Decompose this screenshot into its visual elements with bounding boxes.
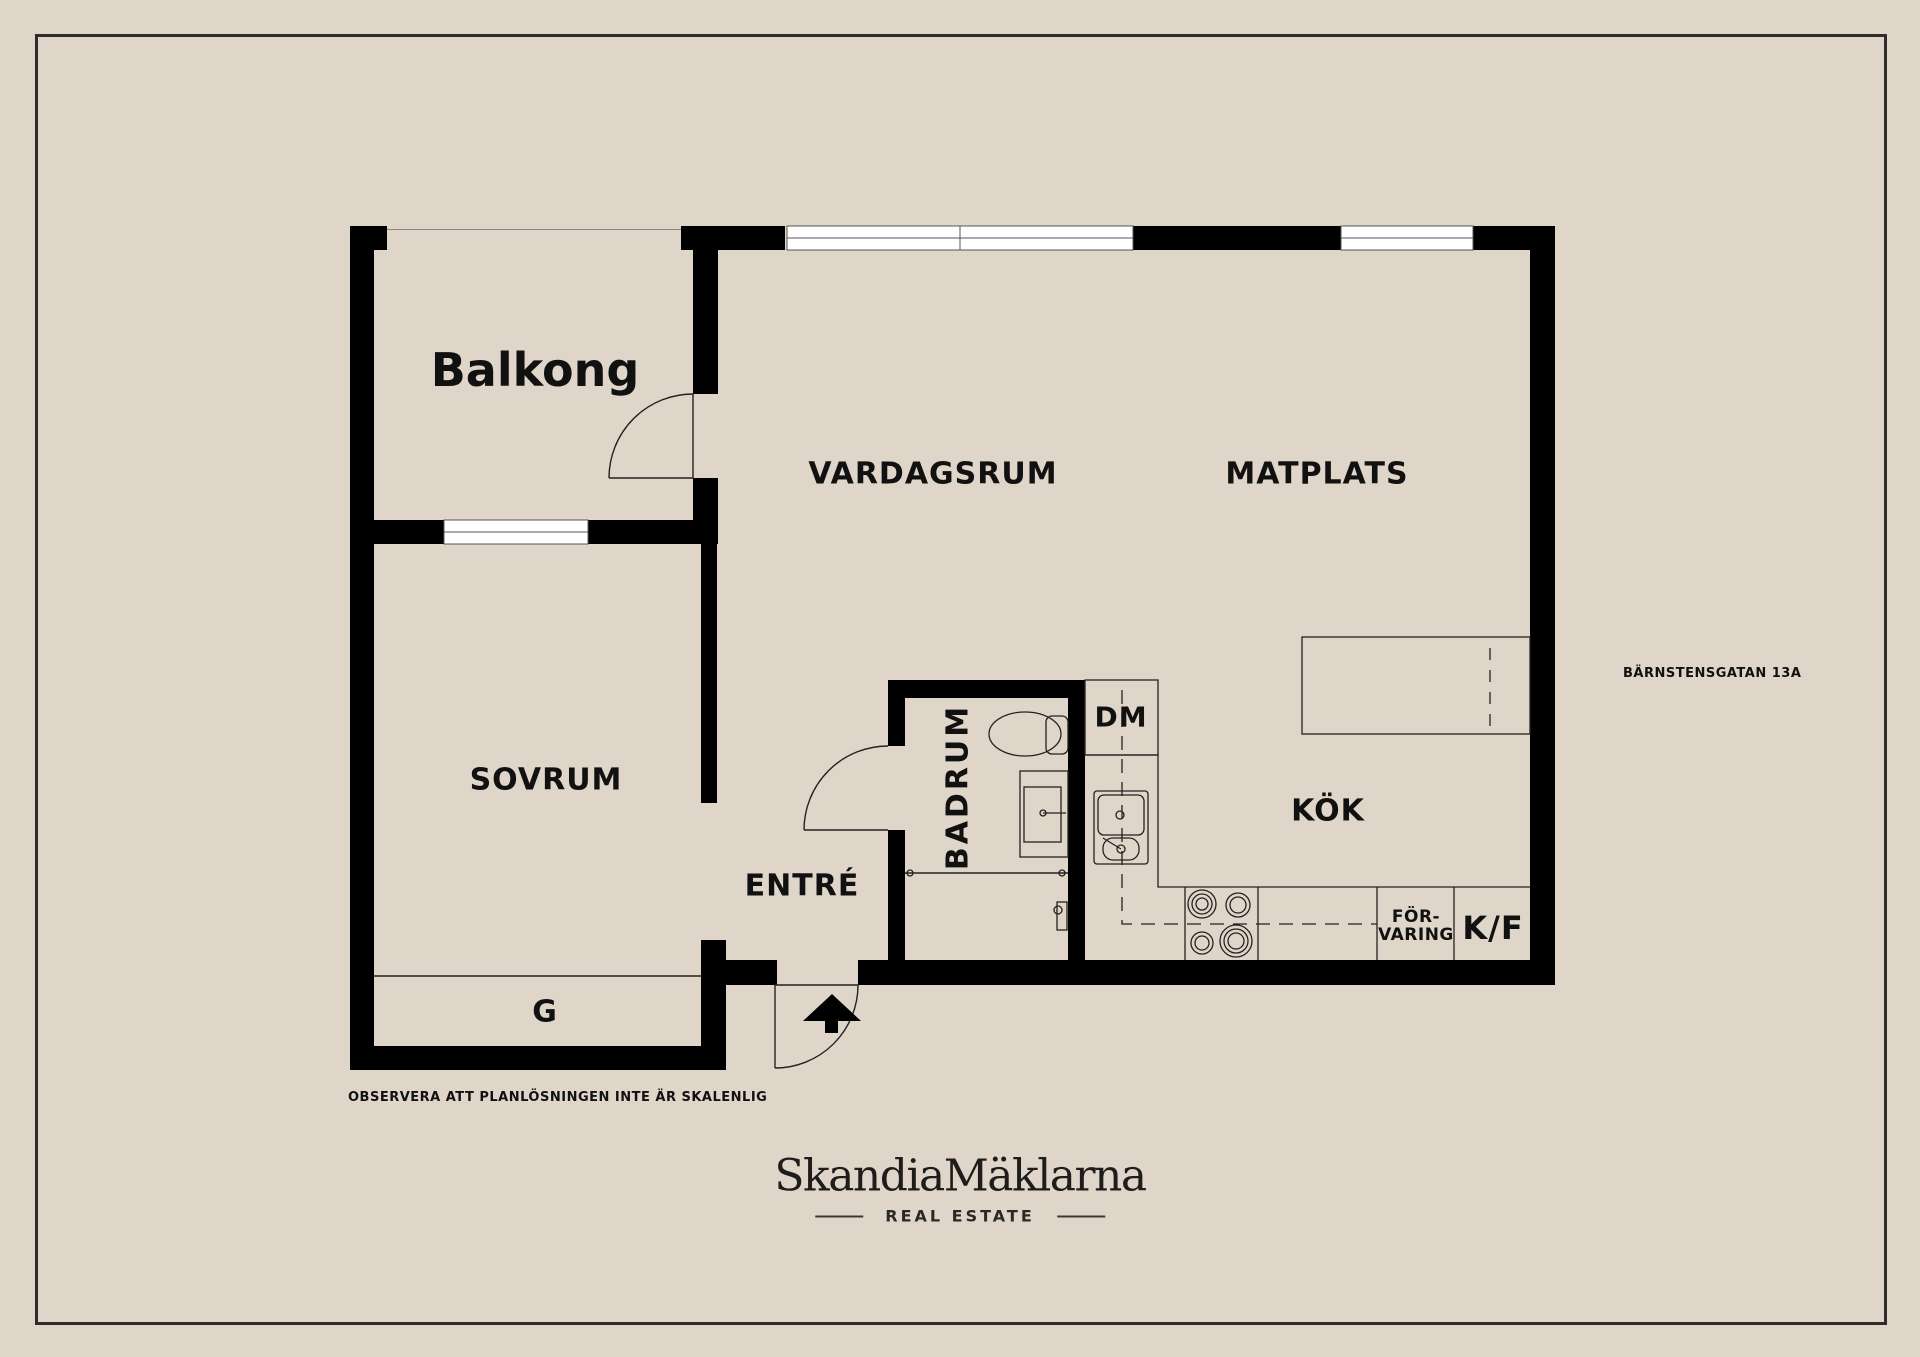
tagline-rule-right xyxy=(1056,1215,1105,1217)
walls xyxy=(350,226,1555,1070)
door-balkong-swing xyxy=(608,393,694,479)
stove-icon xyxy=(1187,889,1253,958)
balcony-railing xyxy=(387,229,681,230)
wall-entry-left xyxy=(717,960,777,985)
tagline-text: REAL ESTATE xyxy=(885,1206,1035,1226)
wall-bedroom-right xyxy=(701,540,717,803)
wall-bath-left-upper xyxy=(888,680,905,746)
storage-line2: VARING xyxy=(1378,925,1454,945)
address-label: BÄRNSTENSGATAN 13A xyxy=(1623,666,1802,681)
windows xyxy=(387,225,1474,545)
shower-mixer-icon xyxy=(1056,901,1068,931)
bathroom-fixtures xyxy=(905,711,1069,931)
door-entre-swing xyxy=(774,984,859,1069)
room-label-vardagsrum: VARDAGSRUM xyxy=(808,456,1058,492)
wall-bottom-right xyxy=(858,960,1555,985)
page-frame xyxy=(35,34,1887,1325)
wall-bedroom-top-left xyxy=(374,520,444,544)
kitchen-fixtures xyxy=(1084,636,1531,960)
fixture-label-storage: FÖR- VARING xyxy=(1378,908,1454,944)
up-arrow-icon xyxy=(803,994,861,1033)
door-badrum-swing xyxy=(803,745,889,831)
wall-balkong-right-upper xyxy=(693,226,718,394)
wall-bath-left-lower xyxy=(888,830,905,970)
wall-bath-top xyxy=(888,680,1085,698)
storage-line1: FÖR- xyxy=(1391,907,1441,927)
fixture-label-dishwasher: DM xyxy=(1094,700,1148,734)
doors xyxy=(608,393,889,1069)
kitchen-island xyxy=(1301,636,1531,735)
wall-left xyxy=(350,226,374,1070)
wall-cabinet-dashed xyxy=(1121,690,1377,925)
brand-tagline: REAL ESTATE xyxy=(815,1207,1105,1226)
brand-logo: SkandiaMäklarna xyxy=(774,1150,1147,1202)
wall-bath-right xyxy=(1068,680,1085,970)
toilet-icon xyxy=(988,711,1062,757)
washbasin-icon xyxy=(1019,770,1069,858)
wall-right xyxy=(1530,226,1555,985)
kitchen-sink-icon xyxy=(1093,790,1149,865)
wall-top-middle xyxy=(1133,226,1341,250)
room-label-matplats: MATPLATS xyxy=(1225,456,1409,492)
room-label-entre: ENTRÉ xyxy=(744,868,860,904)
room-label-kok: KÖK xyxy=(1291,793,1365,829)
tagline-rule-left xyxy=(815,1215,864,1217)
room-label-balkong: Balkong xyxy=(430,343,640,397)
wall-top-left-stub xyxy=(350,226,387,250)
room-label-sovrum: SOVRUM xyxy=(469,762,623,798)
room-label-badrum: BADRUM xyxy=(940,703,976,871)
disclaimer-label: OBSERVERA ATT PLANLÖSNINGEN INTE ÄR SKAL… xyxy=(348,1090,768,1105)
room-label-garderob: G xyxy=(532,994,558,1030)
fixture-label-fridge-freezer: K/F xyxy=(1462,909,1524,947)
wall-bottom-left xyxy=(350,1046,726,1070)
wall-bedroom-top-right xyxy=(588,520,718,544)
